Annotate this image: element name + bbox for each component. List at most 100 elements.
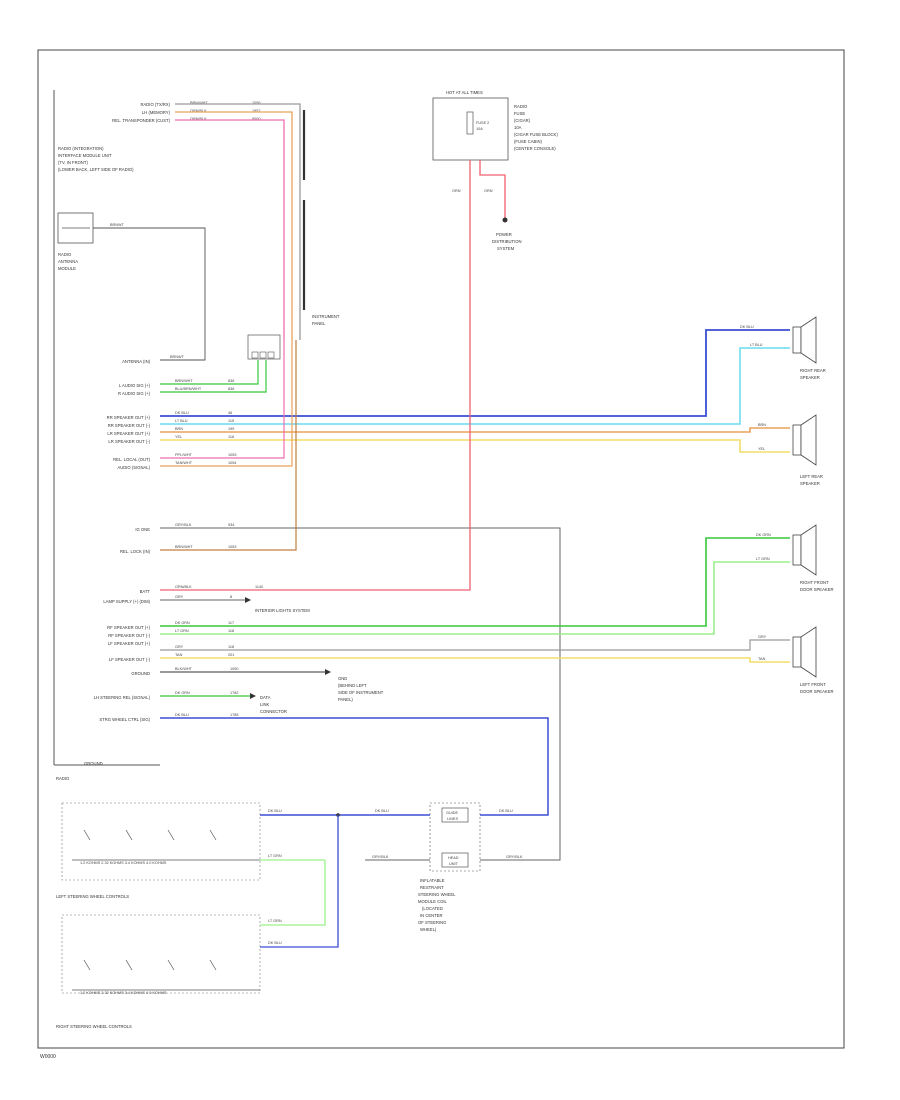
svg-text:SYSTEM: SYSTEM xyxy=(497,246,515,251)
svg-text:LT BLU: LT BLU xyxy=(175,419,188,423)
wire-green xyxy=(160,360,259,385)
circuit-label: 1785 xyxy=(230,713,238,717)
circuit-label: 1056 xyxy=(252,101,260,105)
circuit-label: 836 xyxy=(228,379,234,383)
svg-text:DOOR SPEAKER: DOOR SPEAKER xyxy=(800,689,834,694)
svg-text:POWER: POWER xyxy=(496,232,512,237)
outer-frame xyxy=(37,49,845,1049)
wire-label: GRY/BLK xyxy=(372,855,389,859)
wire-label: BRN/WHT xyxy=(190,101,208,105)
wire-label: ORN/BLK xyxy=(190,109,207,113)
svg-text:LF SPEAKER OUT (+): LF SPEAKER OUT (+) xyxy=(108,641,151,646)
svg-text:GUIDE: GUIDE xyxy=(446,811,458,815)
svg-text:118: 118 xyxy=(228,629,234,633)
wire-orange xyxy=(160,340,293,467)
steering-ground-label: GND (BEHIND LEFT SIDE OF INSTRUMENT PANE… xyxy=(338,676,384,702)
circuit-label: 1053 xyxy=(228,545,236,549)
svg-text:BRN: BRN xyxy=(758,423,766,427)
svg-text:(CIGAR): (CIGAR) xyxy=(514,118,531,123)
svg-text:FUSE: FUSE xyxy=(514,111,525,116)
svg-text:(CIGAR FUSE BLOCK): (CIGAR FUSE BLOCK) xyxy=(514,132,558,137)
circuit-label: 8 xyxy=(230,595,232,599)
svg-text:(LOWER BACK, LEFT SIDE OF RADI: (LOWER BACK, LEFT SIDE OF RADIO) xyxy=(58,167,134,172)
wire-lt-grn xyxy=(260,860,326,926)
svg-text:RADIO (INTEGRATION): RADIO (INTEGRATION) xyxy=(58,146,104,151)
svg-text:TAN: TAN xyxy=(175,653,183,657)
wire-gray xyxy=(175,103,301,340)
svg-text:FUSE 2: FUSE 2 xyxy=(476,121,489,125)
speaker-right-front: RIGHT FRONT DOOR SPEAKER DK GRN LT GRN xyxy=(756,524,834,592)
wire-gry xyxy=(160,639,790,651)
svg-text:(LOCATED: (LOCATED xyxy=(422,906,443,911)
svg-text:DATA: DATA xyxy=(260,695,271,700)
wire-red-pd xyxy=(479,160,506,220)
svg-text:117: 117 xyxy=(228,621,234,625)
speaker-left-rear: LEFT REAR SPEAKER BRN YEL xyxy=(758,414,823,486)
svg-text:LINK: LINK xyxy=(260,702,270,707)
svg-text:UNIT: UNIT xyxy=(449,862,459,866)
wire-gray-blk xyxy=(160,527,561,861)
svg-text:199: 199 xyxy=(228,427,234,431)
svg-text:LINES: LINES xyxy=(447,817,458,821)
wire-label: ORN xyxy=(452,189,461,193)
wire-dk-blu xyxy=(160,329,790,417)
left-controls-title: LEFT STEERING WHEEL CONTROLS xyxy=(56,894,129,899)
wire-dk-blu xyxy=(160,717,549,816)
svg-text:(BEHIND LEFT: (BEHIND LEFT xyxy=(338,683,367,688)
wire-orange xyxy=(175,111,293,340)
wire-label: ORN/BLK xyxy=(190,117,207,121)
wire-label: LT GRN xyxy=(268,919,282,923)
speaker-left-front: LEFT FRONT DOOR SPEAKER GRY TAN xyxy=(758,626,834,694)
svg-text:RF SPEAKER OUT (+): RF SPEAKER OUT (+) xyxy=(107,625,150,630)
svg-text:DK GRN: DK GRN xyxy=(175,621,190,625)
wire-pink xyxy=(175,119,285,340)
svg-text:LT GRN: LT GRN xyxy=(175,629,189,633)
wire-pink xyxy=(160,340,285,459)
svg-text:HEAD: HEAD xyxy=(448,856,459,860)
data-link-label: DATA LINK CONNECTOR xyxy=(260,695,287,714)
wire-label: DK GRN xyxy=(175,691,190,695)
svg-text:DOOR SPEAKER: DOOR SPEAKER xyxy=(800,587,834,592)
circuit-label: 934 xyxy=(228,523,234,527)
svg-text:REL. LOCAL (OUT): REL. LOCAL (OUT) xyxy=(113,457,150,462)
circuit-label: 1782 xyxy=(230,691,238,695)
wire-lt-blu xyxy=(160,347,790,425)
svg-text:ANTENNA: ANTENNA xyxy=(58,259,78,264)
wire-red-batt xyxy=(160,160,471,591)
svg-text:HOT AT ALL TIMES: HOT AT ALL TIMES xyxy=(446,90,483,95)
pin-label: BATT xyxy=(140,589,151,594)
circuit-label: 5000 xyxy=(252,117,260,121)
wire-dk-grn xyxy=(160,537,790,627)
wire-green xyxy=(160,360,267,393)
svg-text:CONNECTOR: CONNECTOR xyxy=(260,709,287,714)
svg-text:DK BLU: DK BLU xyxy=(175,411,189,415)
radio-notes-top: RADIO (INTEGRATION) INTERFACE MODULE UNI… xyxy=(58,146,134,172)
svg-text:1053: 1053 xyxy=(228,453,236,457)
svg-text:SIDE OF INSTRUMENT: SIDE OF INSTRUMENT xyxy=(338,690,384,695)
right-steering-controls: 1.2 KOHMS 2.32 KOHMS 3.4 KOHMS 4.0 KOHMS… xyxy=(56,914,261,1029)
svg-text:TAN/WHT: TAN/WHT xyxy=(175,461,193,465)
pin-label: REL. LOCK (IN) xyxy=(120,549,151,554)
svg-text:1.2 KOHMS 2.32 KOHMS 3.4 KOH: 1.2 KOHMS 2.32 KOHMS 3.4 KOHMS 4.0 KOHMS xyxy=(80,991,167,995)
svg-text:LT BLU: LT BLU xyxy=(750,343,763,347)
svg-text:RESTRAINT: RESTRAINT xyxy=(420,885,444,890)
wire-label: DK BLU xyxy=(268,809,282,813)
svg-text:115: 115 xyxy=(228,419,234,423)
svg-text:RR SPEAKER OUT (+): RR SPEAKER OUT (+) xyxy=(107,415,151,420)
svg-text:BRN: BRN xyxy=(175,427,183,431)
arrow xyxy=(245,597,251,603)
circuit-label: 1957 xyxy=(252,109,260,113)
speaker-right-rear: RIGHT REAR SPEAKER DK BLU LT BLU xyxy=(740,316,826,380)
svg-text:SPEAKER: SPEAKER xyxy=(800,481,820,486)
svg-text:10A: 10A xyxy=(514,125,522,130)
wire-brn-wht xyxy=(160,340,297,551)
circuit-label: 836 xyxy=(228,387,234,391)
svg-text:LT GRN: LT GRN xyxy=(756,557,770,561)
svg-text:1.2 KOHMS 2.32 KOHMS 3.4 KOH: 1.2 KOHMS 2.32 KOHMS 3.4 KOHMS 4.0 KOHMS xyxy=(80,861,167,865)
svg-text:46: 46 xyxy=(228,411,232,415)
power-dist-label: POWER DISTRIBUTION SYSTEM xyxy=(492,232,522,251)
svg-text:DK GRN: DK GRN xyxy=(756,533,771,537)
arrow xyxy=(250,693,256,699)
svg-text:STEERING WHEEL: STEERING WHEEL xyxy=(418,892,456,897)
